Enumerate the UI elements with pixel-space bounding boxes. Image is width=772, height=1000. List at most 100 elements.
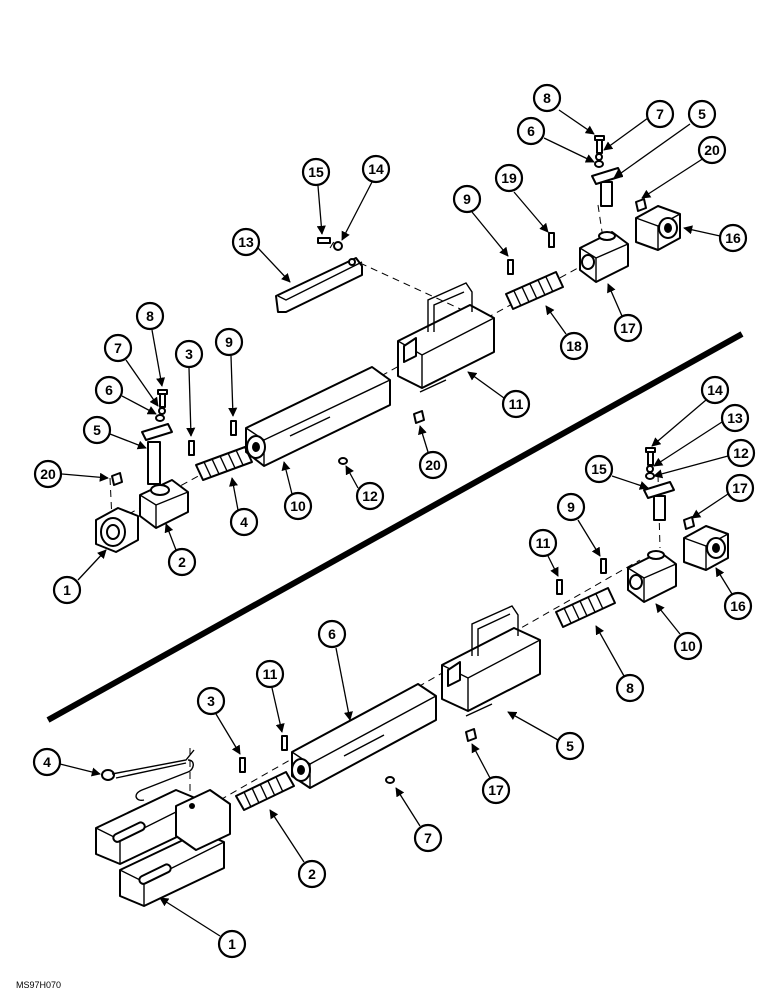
svg-text:2: 2 — [178, 554, 186, 570]
lower-callout-13: 13 — [653, 403, 750, 467]
lower-callout-11: 11 — [255, 659, 285, 733]
svg-text:6: 6 — [527, 123, 535, 139]
upper-part-3-pin — [188, 440, 195, 456]
svg-text:8: 8 — [543, 90, 551, 106]
svg-text:16: 16 — [725, 230, 741, 246]
upper-part-9-pin-right — [507, 259, 514, 275]
svg-text:7: 7 — [114, 340, 122, 356]
section-divider — [46, 331, 744, 723]
lower-callout-14: 14 — [651, 375, 730, 447]
lower-part-4-spring-pin — [101, 749, 195, 802]
lower-part-2-threaded-rod — [235, 771, 295, 811]
upper-callout-11: 11 — [467, 371, 531, 419]
upper-callout-5-right: 5 — [613, 99, 717, 179]
upper-callout-2: 2 — [164, 523, 197, 577]
lower-part-1-drawbar-bracket — [95, 789, 231, 907]
lower-callout-2: 2 — [269, 809, 327, 889]
svg-text:1: 1 — [63, 582, 71, 598]
upper-callout-15: 15 — [301, 157, 331, 235]
svg-text:15: 15 — [308, 164, 324, 180]
lower-part-16-collar — [683, 525, 729, 571]
svg-text:19: 19 — [501, 170, 517, 186]
upper-callout-13: 13 — [231, 227, 291, 283]
svg-text:15: 15 — [591, 461, 607, 477]
svg-text:12: 12 — [733, 445, 749, 461]
svg-text:9: 9 — [225, 334, 233, 350]
svg-text:5: 5 — [698, 106, 706, 122]
upper-callout-16: 16 — [683, 223, 748, 253]
svg-text:1: 1 — [228, 936, 236, 952]
svg-text:20: 20 — [704, 142, 720, 158]
svg-text:5: 5 — [566, 738, 574, 754]
upper-callout-9-right: 9 — [452, 184, 509, 257]
svg-text:17: 17 — [732, 480, 748, 496]
lower-callout-10: 10 — [655, 603, 703, 661]
upper-callout-1: 1 — [52, 549, 107, 605]
upper-callout-10: 10 — [281, 461, 313, 521]
lower-callout-1: 1 — [159, 897, 247, 959]
upper-part-4-threaded-rod — [195, 446, 253, 481]
lower-part-11-pin — [281, 735, 288, 751]
lower-part-15-pin — [643, 481, 675, 521]
svg-text:3: 3 — [207, 693, 215, 709]
svg-text:9: 9 — [567, 499, 575, 515]
lower-callout-17: 17 — [471, 743, 511, 805]
lower-callout-11-right: 11 — [528, 528, 559, 577]
lower-part-5-outer-sleeve — [441, 605, 541, 717]
svg-text:13: 13 — [727, 410, 743, 426]
upper-part-1-collar — [95, 507, 139, 553]
lower-part-7-pin — [385, 776, 395, 784]
upper-callout-8: 8 — [135, 301, 166, 387]
svg-text:11: 11 — [536, 535, 551, 551]
lower-callout-16: 16 — [715, 567, 753, 621]
upper-part-20-fitting-right — [413, 410, 425, 424]
upper-callout-9: 9 — [214, 327, 244, 417]
upper-callout-20-left: 20 — [33, 459, 109, 489]
lower-parts-12-13-14-hardware — [645, 447, 656, 480]
svg-text:9: 9 — [463, 191, 471, 207]
svg-text:14: 14 — [707, 382, 723, 398]
svg-text:7: 7 — [656, 106, 664, 122]
upper-callout-20-right: 20 — [641, 135, 727, 199]
lower-callout-7: 7 — [395, 787, 443, 853]
upper-part-5-pin-right — [591, 167, 623, 207]
svg-text:4: 4 — [240, 514, 248, 530]
lower-callout-3: 3 — [196, 686, 241, 755]
lower-callout-5: 5 — [507, 711, 585, 761]
svg-text:11: 11 — [509, 396, 524, 412]
svg-text:8: 8 — [146, 308, 154, 324]
upper-callout-19: 19 — [494, 163, 549, 233]
svg-text:6: 6 — [105, 382, 113, 398]
svg-text:6: 6 — [328, 626, 336, 642]
lower-callout-8: 8 — [595, 625, 645, 703]
upper-part-17-clevis — [579, 231, 629, 283]
upper-callout-7: 7 — [103, 333, 159, 407]
upper-callout-3: 3 — [174, 339, 204, 437]
upper-part-16-collar — [635, 205, 681, 251]
upper-callout-14: 14 — [341, 154, 391, 241]
lower-part-11-pin-right — [556, 579, 563, 595]
svg-text:13: 13 — [238, 234, 254, 250]
svg-text:16: 16 — [730, 598, 746, 614]
upper-part-20-fitting-far-right — [635, 198, 647, 212]
svg-text:11: 11 — [263, 666, 278, 682]
lower-part-3-pin — [239, 757, 246, 773]
upper-part-9-pin — [230, 420, 237, 436]
lower-assembly: 1 2 3 4 5 6 7 8 9 10 11 11 12 13 14 15 1… — [32, 375, 756, 959]
figure-code: MS97H070 — [16, 980, 61, 990]
svg-text:7: 7 — [424, 830, 432, 846]
upper-part-10-inner-tube — [245, 366, 391, 467]
upper-callout-6: 6 — [94, 375, 157, 415]
upper-callout-4: 4 — [229, 477, 259, 537]
lower-part-17-fitting — [465, 728, 477, 742]
svg-text:17: 17 — [620, 320, 636, 336]
upper-callout-5: 5 — [82, 415, 147, 450]
upper-parts-14-15-bolt — [317, 237, 343, 251]
upper-part-19-pin — [548, 232, 555, 248]
upper-assembly: 1 2 3 4 5 6 7 8 9 10 11 12 13 14 15 16 1… — [33, 83, 748, 605]
upper-parts-6-7-8-hardware-right — [594, 135, 605, 168]
svg-text:20: 20 — [425, 457, 441, 473]
upper-callout-20-mid: 20 — [418, 425, 448, 480]
upper-callout-17: 17 — [607, 283, 643, 343]
